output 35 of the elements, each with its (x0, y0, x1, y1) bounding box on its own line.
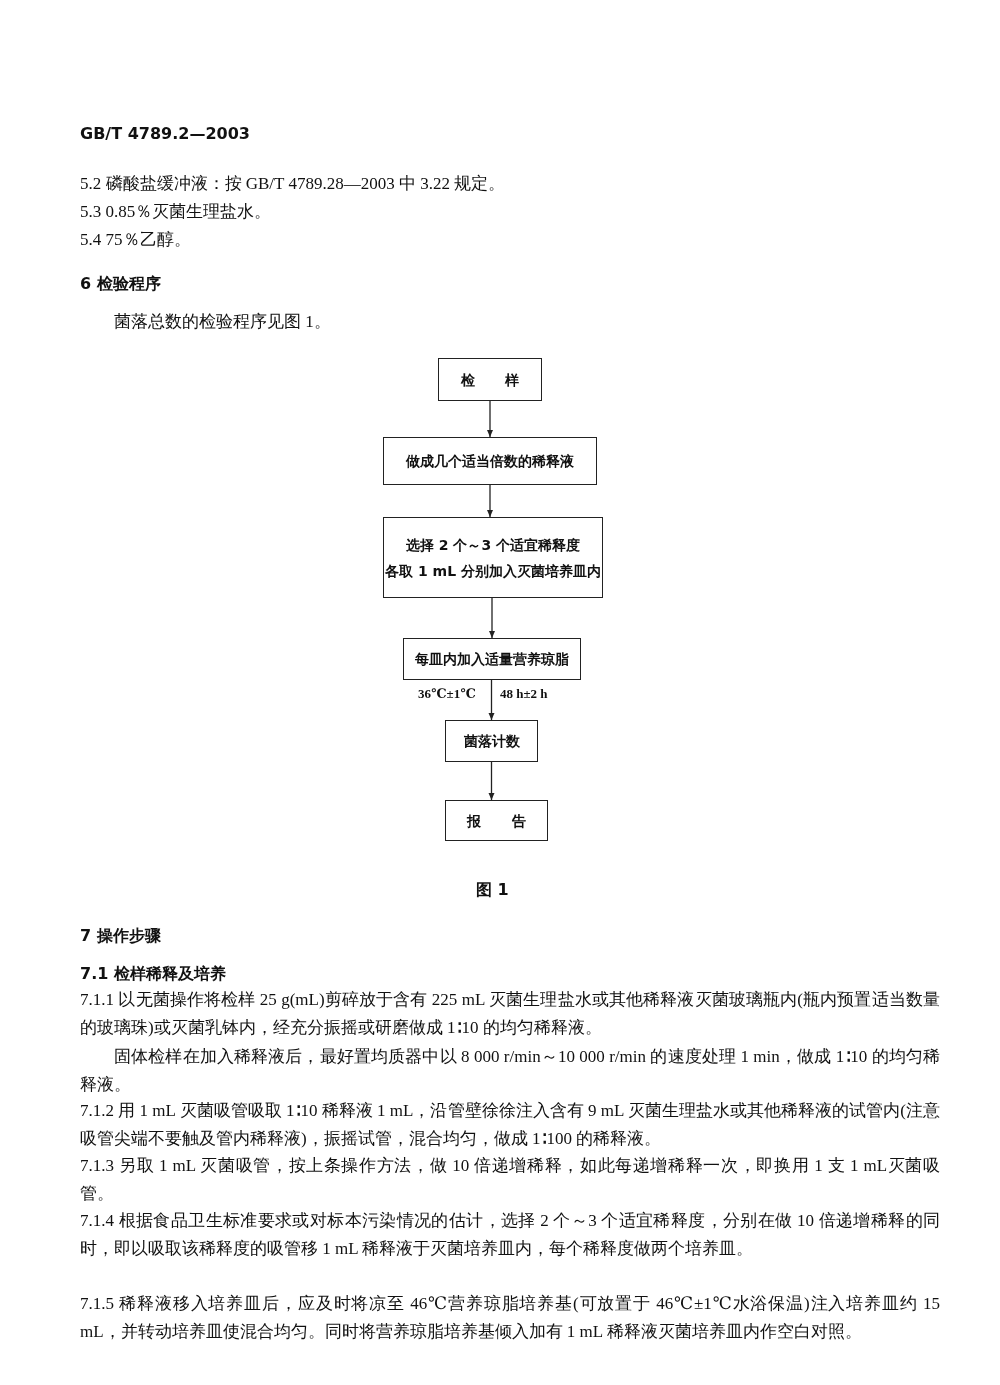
process-box (383, 437, 597, 485)
arrow (488, 761, 495, 801)
step-label: 做成几个适当倍数的稀释液 (406, 452, 574, 471)
section-heading: 7.1 检样稀释及培养 (80, 963, 227, 985)
process-box (445, 800, 548, 841)
paragraph-text: 5.3 0.85％灭菌生理盐水。 (80, 201, 273, 223)
process-box (438, 358, 542, 401)
arrow (489, 597, 495, 639)
step-label: 各取 1 mL 分别加入灭菌培养皿内 (385, 561, 601, 581)
step-label: 菌落计数 (463, 732, 520, 751)
paragraph-text: 7.1.5 稀释液移入培养皿后，应及时将凉至 46℃营养琼脂培养基(可放置于 46℃±1℃水浴保温)注入培养皿约 15 mL，并转动培养皿使混合均匀。同时将营养琼脂培养基倾入加有 1 mL 稀释液灭菌培养皿内作空白对照。 (80, 1293, 940, 1343)
step-label: 选择 2 个～3 个适宜稀释度 (405, 535, 581, 555)
figure-caption: 图 1 (476, 879, 509, 901)
condition-label: 36℃±1℃ (418, 685, 476, 703)
step-label: 检样 (460, 370, 551, 390)
paragraph-text: 菌落总数的检验程序见图 1。 (113, 311, 332, 333)
paragraph-text: 5.2 磷酸盐缓冲液：按 GB/T 4789.28—2003 中 3.22 规定。 (80, 173, 507, 195)
step-label: 每皿内加入适量营养琼脂 (415, 650, 569, 669)
arrow (487, 400, 493, 438)
paragraph-text: 固体检样在加入稀释液后，最好置均质器中以 8 000 r/min～10 000 r/min 的速度处理 1 min，做成 1∶10 的均匀稀释液。 (80, 1046, 940, 1096)
paragraph-text: 7.1.1 以无菌操作将检样 25 g(mL)剪碎放于含有 225 mL 灭菌生理盐水或其他稀释液灭菌玻璃瓶内(瓶内预置适当数量的玻璃珠)或灭菌乳钵内，经充分振摇或研磨做成 1∶10 的均匀稀释液。 (80, 989, 940, 1039)
arrow (488, 679, 495, 721)
process-box (445, 720, 538, 762)
section-heading: 6 检验程序 (80, 273, 162, 295)
condition-label: 48 h±2 h (500, 685, 548, 703)
paragraph-text: 5.4 75％乙醇。 (80, 229, 192, 251)
header-text: GB/T 4789.2—2003 (80, 123, 251, 145)
paragraph-text: 7.1.4 根据食品卫生标准要求或对标本污染情况的估计，选择 2 个～3 个适宜稀释度，分别在做 10 倍递增稀释的同时，即以吸取该稀释度的吸管移 1 mL 稀释液于灭菌培养皿内，每个稀释度做两个培养皿。 (80, 1210, 940, 1260)
process-box (383, 517, 603, 598)
step-label: 报告 (467, 811, 557, 831)
arrow (487, 484, 493, 518)
process-box (403, 638, 581, 680)
paragraph-text: 7.1.3 另取 1 mL 灭菌吸管，按上条操作方法，做 10 倍递增稀释，如此每递增稀释一次，即换用 1 支 1 mL灭菌吸管。 (80, 1155, 940, 1205)
paragraph-text: 7.1.2 用 1 mL 灭菌吸管吸取 1∶10 稀释液 1 mL，沿管壁徐徐注入含有 9 mL 灭菌生理盐水或其他稀释液的试管内(注意吸管尖端不要触及管内稀释液)，振摇试管，混合均匀，做成 1∶100 的稀释液。 (80, 1100, 940, 1150)
section-heading: 7 操作步骤 (80, 925, 162, 947)
